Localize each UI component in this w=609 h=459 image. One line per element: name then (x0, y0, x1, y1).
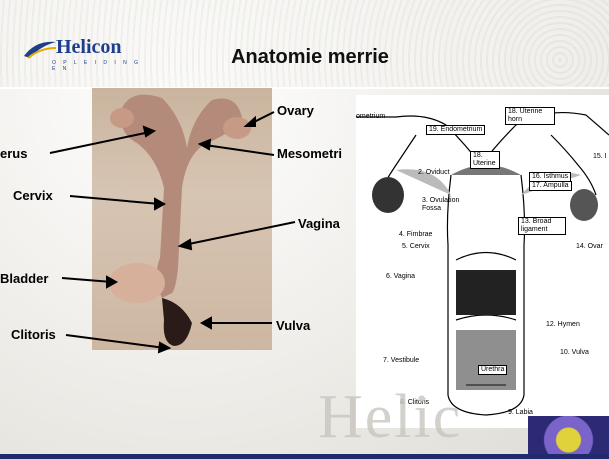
bottom-bar (0, 454, 609, 459)
diagram-label-ovulation-fossa: 3. Ovulation Fossa (422, 197, 472, 213)
anatomy-diagram: ometrium 18. Uterine horn 19. Endometriu… (356, 95, 609, 428)
diagram-label-endometrium: 19. Endometrium (426, 125, 485, 135)
diagram-label-fimbrae: 4. Fimbrae (399, 231, 432, 239)
diagram-drawing (356, 95, 609, 428)
diagram-label-urethra: Urethra (478, 365, 507, 375)
diagram-label-vulva: 10. Vulva (560, 349, 589, 357)
diagram-label-cervix: 5. Cervix (402, 243, 430, 251)
diagram-label-oviduct: 2. Oviduct (418, 169, 450, 177)
helicon-watermark: Helic (318, 382, 462, 453)
diagram-label-ovary: 14. Ovar (576, 243, 603, 251)
flower-decoration (528, 416, 609, 456)
diagram-label-endometrium-top: ometrium (356, 113, 385, 121)
diagram-label-right-top: 15. I (593, 153, 607, 161)
diagram-label-hymen: 12. Hymen (546, 321, 580, 329)
diagram-label-broad-ligament: 13. Broad ligament (518, 217, 566, 235)
diagram-label-vestibule: 7. Vestibule (383, 357, 419, 365)
diagram-label-ampulla: 17. Ampulla (529, 181, 572, 191)
diagram-label-vagina: 6. Vagina (386, 273, 415, 281)
diagram-label-uterine: 18. Uterine (470, 151, 500, 169)
diagram-label-uterine-horn: 18. Uterine horn (505, 107, 555, 125)
